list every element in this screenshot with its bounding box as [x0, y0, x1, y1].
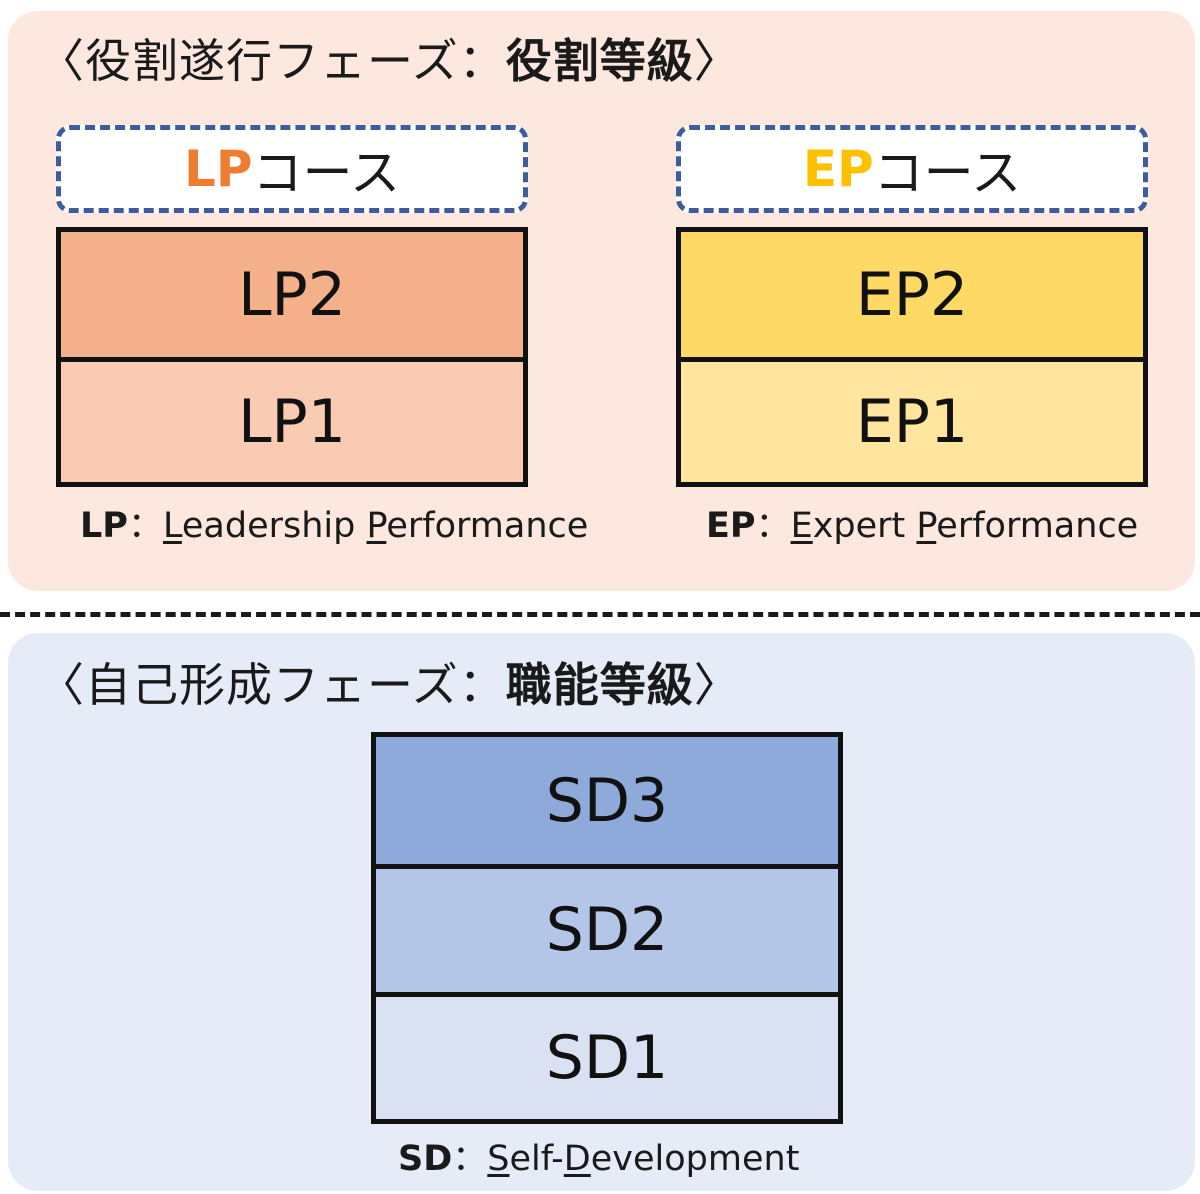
ep-course-abbr: EP	[802, 140, 874, 198]
skill-phase-panel: 〈自己形成フェーズ：職能等級〉 SD3 SD2 SD1 SD：Self-Deve…	[8, 633, 1195, 1191]
ep-grade-stack: EP2 EP1	[676, 227, 1148, 487]
grade-ep2: EP2	[681, 232, 1143, 357]
role-phase-title: 〈役割遂行フェーズ：役割等級〉	[38, 34, 741, 88]
lp-course-abbr: LP	[183, 140, 253, 198]
phase-divider	[0, 612, 1200, 617]
sd-legend: SD：Self-Development	[398, 1139, 800, 1179]
grade-lp1: LP1	[61, 357, 523, 482]
grade-sd3: SD3	[376, 737, 838, 865]
skill-phase-title: 〈自己形成フェーズ：職能等級〉	[38, 658, 741, 712]
grade-sd2: SD2	[376, 864, 838, 992]
grade-sd1: SD1	[376, 991, 838, 1119]
lp-grade-stack: LP2 LP1	[56, 227, 528, 487]
ep-legend: EP：Expert Performance	[706, 506, 1139, 546]
grade-lp2: LP2	[61, 232, 523, 357]
grade-ep1: EP1	[681, 357, 1143, 482]
lp-legend: LP：Leadership Performance	[80, 506, 589, 546]
sd-grade-stack: SD3 SD2 SD1	[371, 732, 843, 1124]
